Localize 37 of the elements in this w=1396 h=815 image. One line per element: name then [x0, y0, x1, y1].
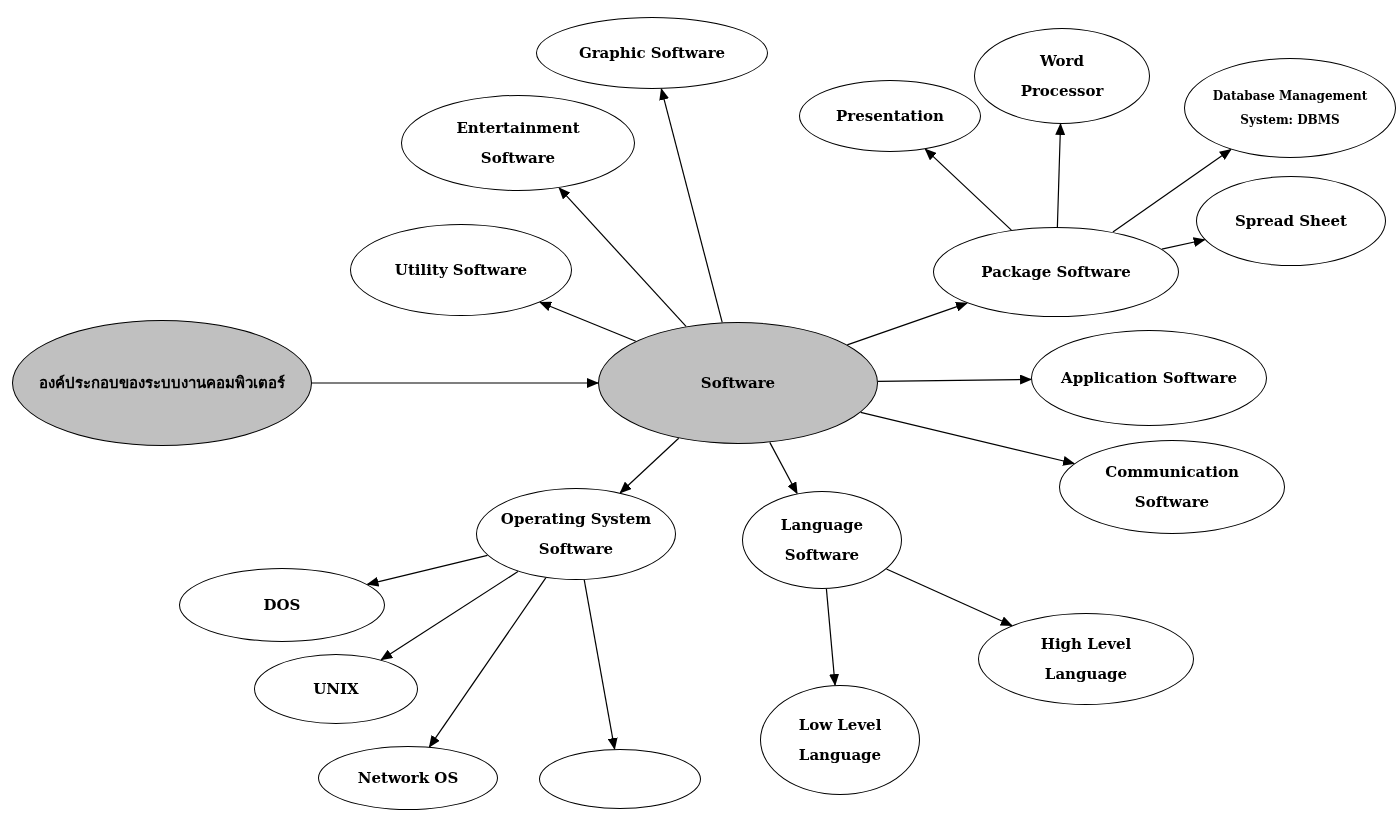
arrow — [380, 570, 519, 661]
arrow — [659, 87, 723, 323]
node-label: Word Processor — [1019, 51, 1105, 102]
node-label: Communication Software — [1104, 462, 1240, 513]
node-label: Operating System Software — [499, 509, 653, 560]
node-label: องค์ประกอบของระบบงานคอมพิวเตอร์ — [38, 373, 286, 394]
node-label: Spread Sheet — [1234, 211, 1348, 232]
arrow — [428, 577, 547, 748]
node-label: Graphic Software — [577, 43, 727, 64]
arrow — [619, 437, 680, 494]
arrow — [1055, 123, 1066, 228]
arrow — [1161, 237, 1206, 250]
node-label: Low Level Language — [797, 715, 883, 766]
node-label: Entertainment Software — [455, 118, 581, 169]
arrow — [366, 554, 489, 587]
arrow — [558, 187, 687, 327]
arrow — [877, 374, 1033, 385]
arrow — [885, 568, 1013, 627]
node-label: Utility Software — [393, 260, 529, 281]
arrow — [1112, 148, 1232, 233]
node-label: Database Management System: DBMS — [1211, 88, 1369, 129]
node-label: Language Software — [779, 515, 865, 566]
arrow — [924, 148, 1012, 231]
node-label: Presentation — [835, 106, 945, 127]
node-label: DOS — [262, 595, 302, 616]
arrow — [583, 579, 618, 751]
node-label: Package Software — [980, 262, 1132, 283]
node-label: Application Software — [1060, 368, 1238, 389]
node-label: Software — [699, 373, 777, 394]
node-label: Network OS — [356, 768, 460, 789]
node-label: High Level Language — [1039, 634, 1133, 685]
arrow — [311, 378, 599, 388]
arrow — [825, 588, 840, 687]
arrow — [539, 301, 637, 342]
arrow — [846, 301, 968, 346]
node-label: UNIX — [312, 679, 360, 700]
arrow — [860, 411, 1076, 466]
